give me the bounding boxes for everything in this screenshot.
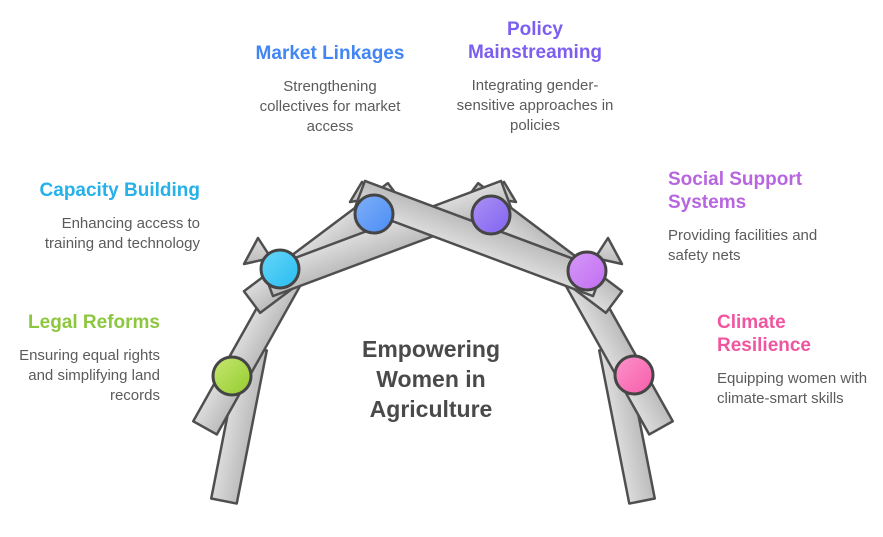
node-legal-reforms xyxy=(211,355,253,397)
topic-social-support-systems-description: Providing facilities and safety nets xyxy=(668,227,818,264)
topic-policy-mainstreaming: Policy Mainstreaming Integrating gender-… xyxy=(449,18,621,136)
topic-market-linkages: Market Linkages Strengthening collective… xyxy=(250,42,410,137)
topic-social-support-systems-title: Social Support Systems xyxy=(668,169,803,213)
topic-policy-mainstreaming-title: Policy Mainstreaming xyxy=(467,19,603,63)
topic-climate-resilience-description: Equipping women with climate-smart skill… xyxy=(717,370,868,407)
topic-legal-reforms-description: Ensuring equal rights and simplifying la… xyxy=(19,347,160,404)
node-policy-mainstreaming xyxy=(470,194,512,236)
topic-capacity-building: Capacity Building Enhancing access to tr… xyxy=(35,179,200,254)
topic-social-support-systems: Social Support Systems Providing facilit… xyxy=(668,168,828,266)
topic-legal-reforms-title: Legal Reforms xyxy=(28,312,160,333)
topic-policy-mainstreaming-description: Integrating gender-sensitive approaches … xyxy=(456,77,614,134)
topic-legal-reforms: Legal Reforms Ensuring equal rights and … xyxy=(10,311,160,406)
topic-capacity-building-description: Enhancing access to training and technol… xyxy=(44,215,200,252)
node-capacity-building xyxy=(259,248,301,290)
topic-climate-resilience: Climate Resilience Equipping women with … xyxy=(717,311,873,409)
node-climate-resilience xyxy=(613,354,655,396)
page-title: Empowering Women in Agriculture xyxy=(361,336,500,422)
topic-climate-resilience-title: Climate Resilience xyxy=(717,312,811,356)
node-market-linkages xyxy=(353,193,395,235)
topic-capacity-building-title: Capacity Building xyxy=(39,180,200,201)
topic-market-linkages-description: Strengthening collectives for market acc… xyxy=(259,78,401,135)
topic-market-linkages-title: Market Linkages xyxy=(255,43,405,64)
node-social-support-systems xyxy=(566,250,608,292)
